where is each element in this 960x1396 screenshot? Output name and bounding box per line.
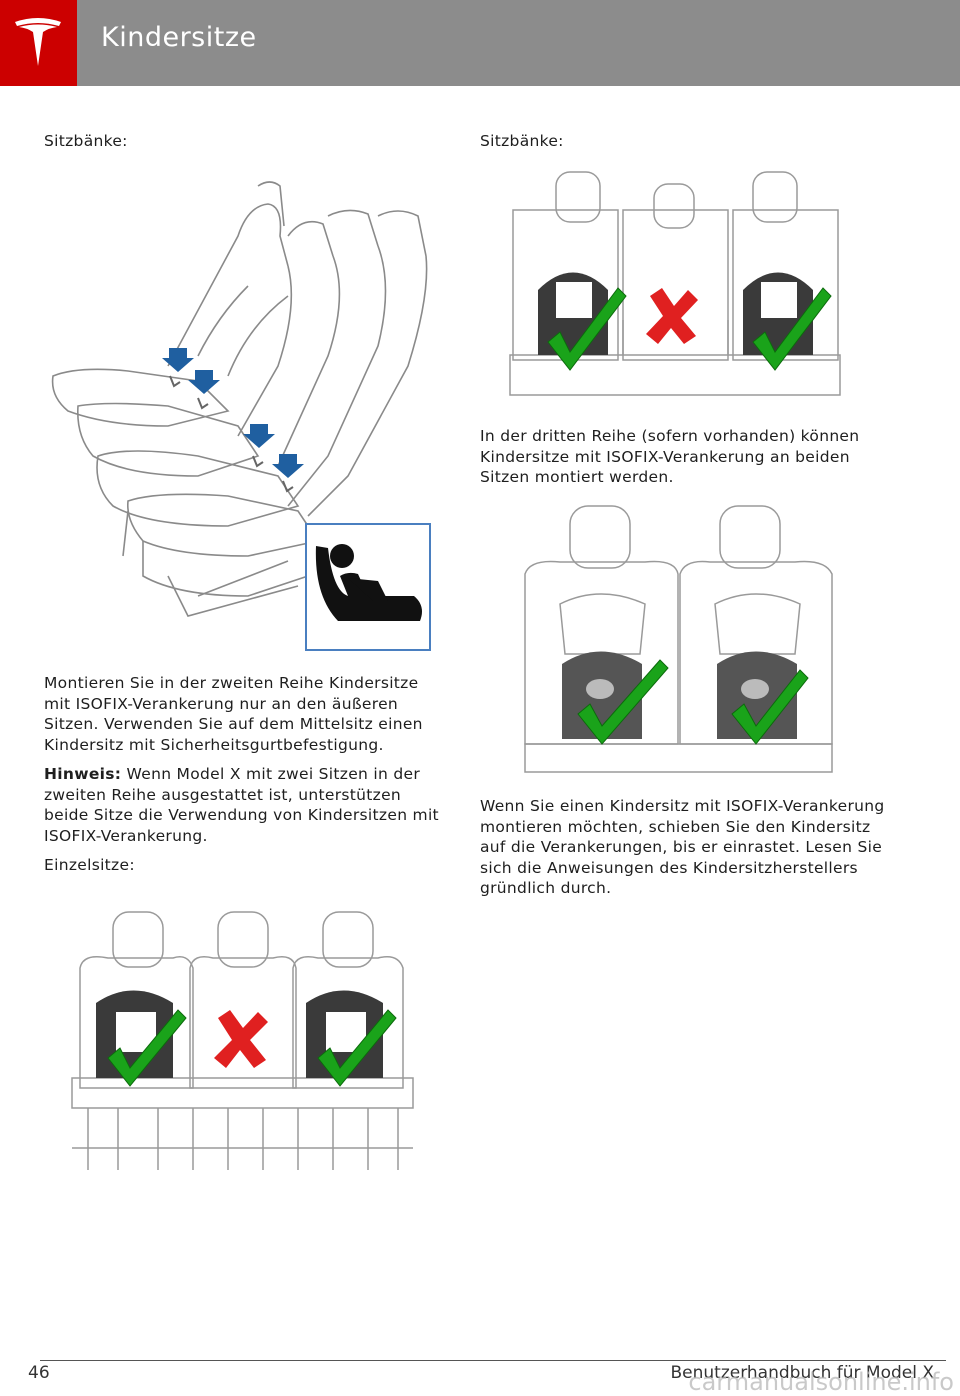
checkmark-icon — [317, 1009, 397, 1087]
second-row-bench-anchor-illustration — [48, 176, 438, 660]
third-row-paragraph: In der dritten Reihe (sofern vorhanden) … — [480, 427, 860, 486]
disallowed-seat-middle — [214, 1010, 268, 1068]
isofix-icon — [315, 544, 422, 621]
note-paragraph: Hinweis: Wenn Model X mit zwei Sitzen in… — [44, 764, 442, 846]
footer-divider — [40, 1360, 946, 1361]
checkmark-icon — [752, 287, 832, 371]
watermark: carmanualsonline.info — [688, 1368, 954, 1396]
allowed-seat-right — [306, 990, 397, 1087]
tesla-logo — [0, 0, 77, 86]
checkmark-icon — [547, 287, 627, 371]
bench-label-left: Sitzbänke: — [44, 132, 128, 150]
checkmark-icon — [107, 1009, 187, 1087]
page-number: 46 — [28, 1363, 50, 1383]
page-title: Kindersitze — [101, 22, 257, 53]
anchor-arrow-2 — [188, 370, 220, 394]
anchor-arrow-3 — [243, 424, 275, 448]
checkmark-icon — [731, 669, 809, 745]
tesla-logo-icon — [15, 18, 61, 66]
note-text: Wenn Model X mit zwei Sitzen in der zwei… — [44, 765, 439, 845]
page-header: Kindersitze — [0, 0, 960, 86]
third-row-seats-illustration — [520, 504, 836, 780]
single-seats-illustration — [68, 908, 418, 1178]
single-seats-label: Einzelsitze: — [44, 856, 135, 874]
checkmark-icon — [577, 659, 669, 745]
second-row-paragraph: Montieren Sie in der zweiten Reihe Kinde… — [44, 674, 423, 754]
second-row-bench-front-illustration — [508, 170, 842, 406]
cross-icon — [214, 1010, 268, 1068]
bench-label-right: Sitzbänke: — [480, 132, 564, 150]
note-label: Hinweis: — [44, 765, 122, 783]
anchor-arrow-1 — [162, 348, 194, 372]
install-paragraph: Wenn Sie einen Kindersitz mit ISOFIX-Ver… — [480, 797, 885, 897]
allowed-seat-left — [96, 990, 187, 1087]
cross-icon — [646, 288, 698, 344]
anchor-arrow-4 — [272, 454, 304, 478]
footer-title: Benutzerhandbuch für Model X — [670, 1363, 935, 1383]
